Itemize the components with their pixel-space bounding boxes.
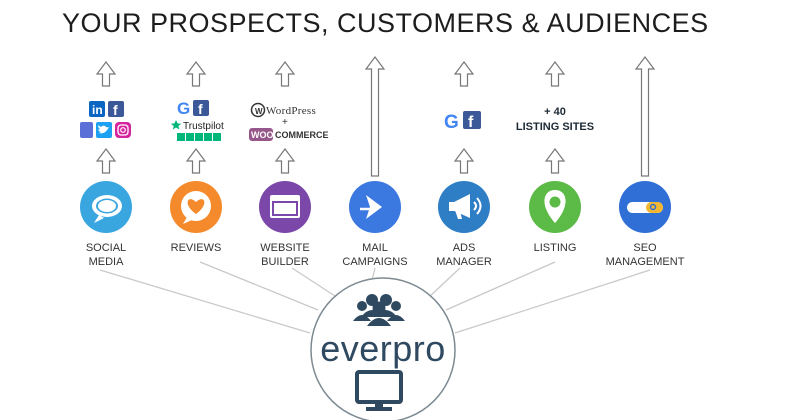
connector-line bbox=[445, 261, 556, 311]
channel-label-line2: MANAGER bbox=[436, 256, 492, 268]
facebook-icon bbox=[463, 111, 481, 129]
channel-label: LISTING bbox=[500, 241, 610, 255]
connector-line bbox=[199, 261, 319, 311]
rating-star-icon bbox=[204, 133, 212, 141]
chat-bubbles-icon bbox=[92, 195, 122, 223]
up-arrow-bottom bbox=[544, 148, 566, 174]
channel-label: REVIEWS bbox=[141, 241, 251, 255]
wordpress-icon bbox=[250, 102, 266, 118]
heart-bubble-icon bbox=[181, 191, 211, 224]
rating-star-icon bbox=[195, 133, 203, 141]
svg-text:in: in bbox=[92, 103, 103, 117]
everpro-hub bbox=[310, 277, 456, 420]
trustpilot-star-icon bbox=[170, 120, 182, 130]
svg-text:W: W bbox=[255, 107, 263, 116]
everpro-brand: everpro bbox=[320, 328, 446, 369]
channel-label-line1: ADS bbox=[452, 242, 476, 254]
svg-text:WordPress: WordPress bbox=[266, 105, 316, 117]
linkedin-icon bbox=[89, 101, 105, 117]
channel-icons bbox=[80, 181, 671, 233]
connector-line bbox=[99, 269, 311, 334]
rating-star-icon bbox=[186, 133, 194, 141]
up-arrow-top bbox=[274, 61, 296, 87]
up-arrow-bottom bbox=[185, 148, 207, 174]
monitor-icon bbox=[355, 370, 403, 411]
channel-label: ADS MANAGER bbox=[409, 241, 519, 269]
connector-line bbox=[291, 267, 339, 299]
channel-label: WEBSITE BUILDER bbox=[230, 241, 340, 269]
channel-label-line2: MANAGEMENT bbox=[605, 256, 685, 268]
svg-text:f: f bbox=[113, 102, 118, 118]
long-up-arrow bbox=[634, 56, 656, 177]
facebook-icon bbox=[193, 100, 209, 116]
google-icon: G bbox=[444, 112, 459, 133]
rating-star-icon bbox=[177, 133, 185, 141]
search-bar-icon bbox=[627, 202, 663, 213]
up-arrow-bottom bbox=[95, 148, 117, 174]
channel-label: MAIL CAMPAIGNS bbox=[320, 241, 430, 269]
channel-label-line1: WEBSITE bbox=[260, 242, 310, 254]
svg-text:COMMERCE: COMMERCE bbox=[275, 130, 329, 140]
channel-label-line1: REVIEWS bbox=[170, 242, 222, 254]
up-arrow-bottom bbox=[453, 148, 475, 174]
rating-star-icon bbox=[213, 133, 221, 141]
svg-text:Trustpilot: Trustpilot bbox=[183, 121, 224, 132]
channel-label-line1: LISTING bbox=[533, 242, 577, 254]
people-group-icon bbox=[353, 294, 405, 326]
connector-line bbox=[454, 269, 651, 334]
channel-label: SEO MANAGEMENT bbox=[590, 241, 700, 269]
listing-count: + 40 bbox=[544, 106, 566, 118]
svg-text:+: + bbox=[282, 117, 288, 128]
upward-arrows bbox=[95, 56, 656, 177]
long-up-arrow bbox=[364, 56, 386, 177]
svg-text:f: f bbox=[198, 101, 203, 117]
map-pin-icon bbox=[544, 190, 566, 223]
up-arrow-top bbox=[453, 61, 475, 87]
channel-label-line1: MAIL bbox=[362, 242, 388, 254]
woocommerce-icon bbox=[249, 128, 273, 141]
svg-text:WOO: WOO bbox=[251, 130, 274, 140]
listing-sites-text: LISTING SITES bbox=[516, 121, 594, 133]
channel-label-line1: SEO bbox=[633, 242, 657, 254]
google-my-business-icon bbox=[80, 122, 93, 138]
browser-window-icon bbox=[270, 195, 300, 218]
connector-line bbox=[427, 267, 461, 299]
google-icon: G bbox=[177, 99, 190, 118]
channel-label-line2: CAMPAIGNS bbox=[342, 256, 408, 268]
channel-label: SOCIAL MEDIA bbox=[51, 241, 161, 269]
channel-label-line2: BUILDER bbox=[261, 256, 309, 268]
channel-label-line1: SOCIAL bbox=[85, 242, 127, 254]
facebook-icon bbox=[108, 101, 124, 117]
megaphone-icon bbox=[449, 194, 482, 219]
connector-lines bbox=[99, 261, 651, 334]
up-arrow-top bbox=[544, 61, 566, 87]
channel-label-line2: MEDIA bbox=[88, 256, 124, 268]
up-arrow-top bbox=[185, 61, 207, 87]
up-arrow-bottom bbox=[274, 148, 296, 174]
svg-text:f: f bbox=[468, 114, 474, 131]
send-arrow-icon bbox=[360, 195, 382, 219]
up-arrow-top bbox=[95, 61, 117, 87]
page-title: YOUR PROSPECTS, CUSTOMERS & AUDIENCES bbox=[62, 8, 709, 38]
